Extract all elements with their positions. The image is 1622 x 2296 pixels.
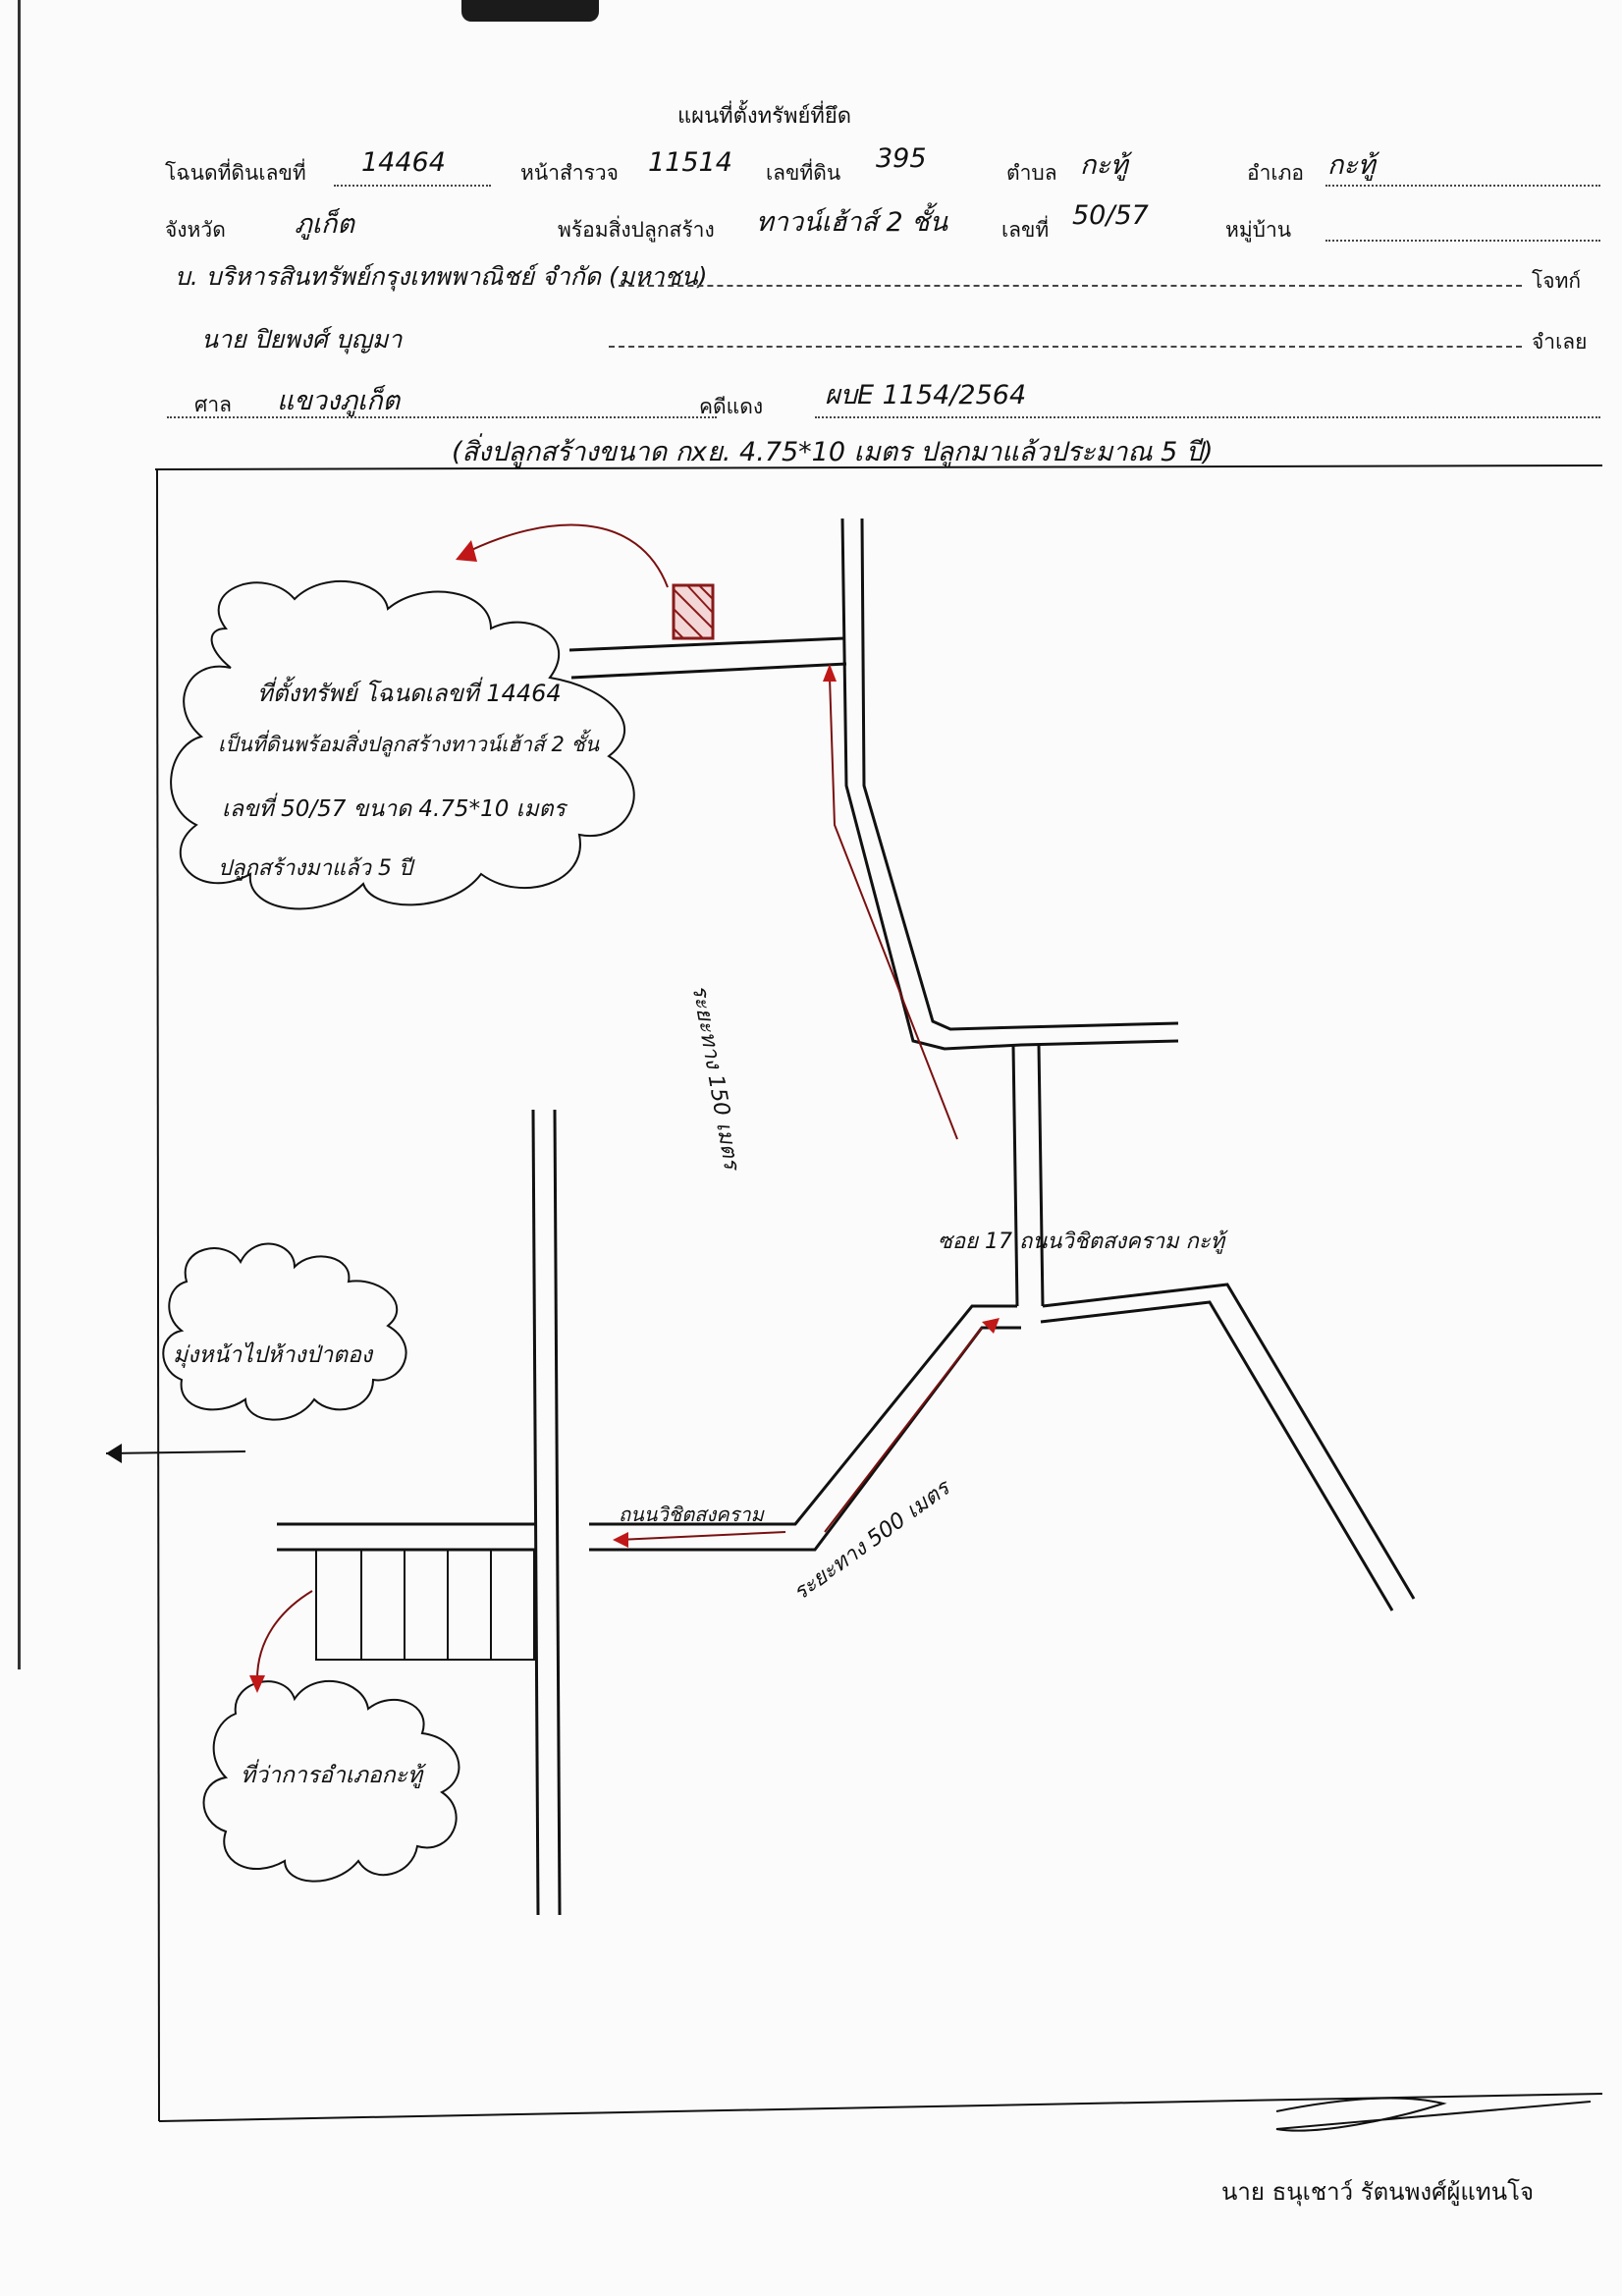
dotted-line <box>167 416 717 418</box>
road-label: ถนนวิชิตสงคราม <box>619 1503 764 1526</box>
deed-label: โฉนดที่ดินเลขที่ <box>165 161 306 185</box>
dotted-line <box>1325 240 1600 242</box>
deed-no: 14464 <box>361 147 446 178</box>
land-no: 395 <box>876 143 927 174</box>
plaintiff-role: โจทก์ <box>1532 269 1582 293</box>
building-note: (สิ่งปลูกสร้างขนาด กxย. 4.75*10 เมตร ปลู… <box>452 437 1214 467</box>
village-label: หมู่บ้าน <box>1225 218 1292 242</box>
house-no: 50/57 <box>1072 200 1149 231</box>
direction-bubble: มุ่งหน้าไปห้างป่าตอง <box>173 1342 373 1368</box>
dotted-line <box>334 185 491 187</box>
subdistrict: กะทู้ <box>1080 150 1128 181</box>
dotted-line <box>1325 185 1600 187</box>
survey-label: หน้าสำรวจ <box>520 161 619 185</box>
property-bubble-line-4: ปลูกสร้างมาแล้ว 5 ปี <box>218 856 412 881</box>
signer-name: นาย ธนุเชาว์ รัตนพงศ์ผู้แทนโจ <box>1221 2178 1535 2206</box>
subdistrict-label: ตำบล <box>1006 161 1057 185</box>
property-bubble-line-2: เป็นที่ดินพร้อมสิ่งปลูกสร้างทาวน์เฮ้าส์ … <box>218 733 600 756</box>
document-title: แผนที่ตั้งทรัพย์ที่ยึด <box>677 104 852 129</box>
province-label: จังหวัด <box>165 218 226 242</box>
dashed-line <box>609 346 1522 348</box>
defendant-name: นาย ปิยพงศ์ บุญมา <box>201 325 403 354</box>
office-bubble: ที่ว่าการอำเภอกะทู้ <box>241 1763 423 1788</box>
dashed-line <box>619 285 1522 287</box>
dotted-line <box>815 416 1600 418</box>
page-edge <box>18 0 21 1669</box>
property-bubble-line-1: ที่ตั้งทรัพย์ โฉนดเลขที่ 14464 <box>257 680 562 707</box>
district: กะทู้ <box>1327 150 1376 181</box>
case-label: คดีแดง <box>699 395 764 418</box>
court-label: ศาล <box>194 393 232 416</box>
junction-label: ซอย 17 ถนนวิชิตสงคราม กะทู้ <box>938 1230 1225 1254</box>
building: ทาวน์เฮ้าส์ 2 ชั้น <box>756 207 948 238</box>
land-label: เลขที่ดิน <box>766 161 841 185</box>
defendant-role: จำเลย <box>1532 330 1588 354</box>
building-label: พร้อมสิ่งปลูกสร้าง <box>558 218 715 242</box>
case-no: ผบE 1154/2564 <box>825 380 1027 410</box>
court: แขวงภูเก็ต <box>277 386 401 416</box>
province: ภูเก็ต <box>295 209 354 240</box>
property-bubble-line-3: เลขที่ 50/57 ขนาด 4.75*10 เมตร <box>222 796 566 822</box>
house-no-label: เลขที่ <box>1001 218 1050 242</box>
district-label: อำเภอ <box>1247 161 1305 185</box>
binder-clip <box>461 0 599 22</box>
survey-no: 11514 <box>648 147 732 178</box>
